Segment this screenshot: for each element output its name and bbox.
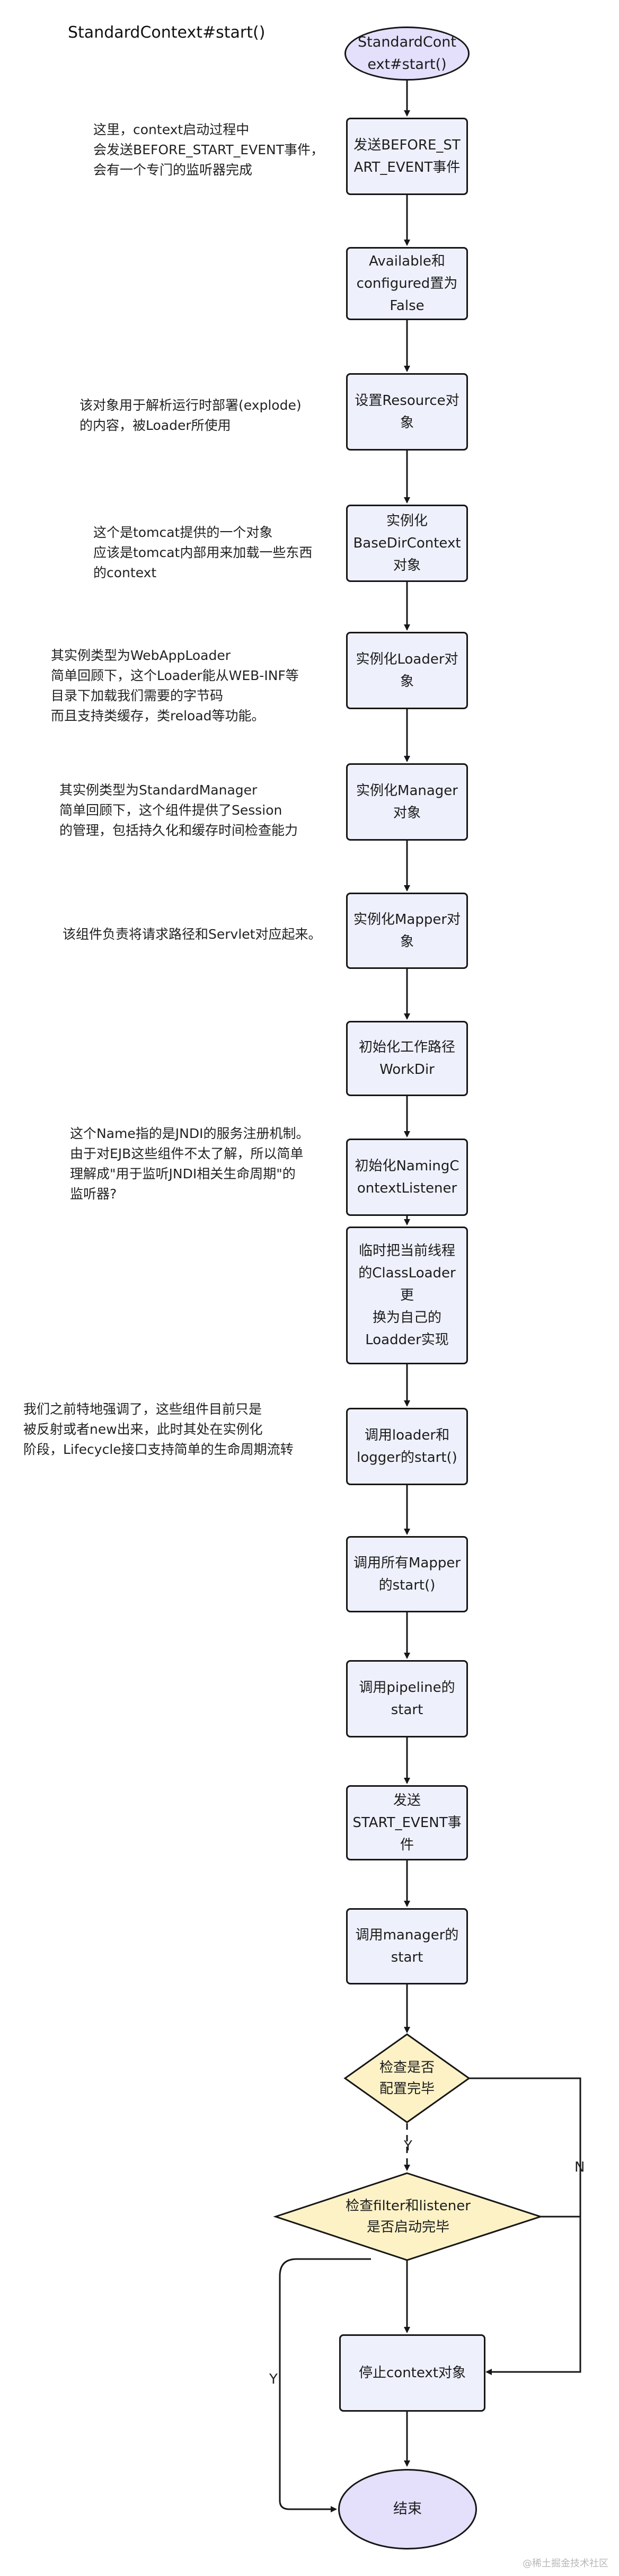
step-stop-context: 停止context对象 xyxy=(339,2334,485,2412)
end-node: 结束 xyxy=(338,2469,477,2549)
step-label: 调用manager的 start xyxy=(355,1927,459,1965)
decision-config-check: 检查是否 配置完毕 xyxy=(379,2060,435,2097)
step-label: 实例化Manager 对象 xyxy=(356,783,458,821)
edge-decision2-yes xyxy=(279,2258,371,2512)
step-start-mappers: 调用所有Mapper 的start() xyxy=(346,1536,468,1612)
step-instantiate-basedircontext: 实例化 BaseDirContext 对象 xyxy=(346,505,468,582)
step-label: 设置Resource对 象 xyxy=(355,393,459,431)
step-start-pipeline: 调用pipeline的 start xyxy=(346,1660,468,1737)
step-start-manager: 调用manager的 start xyxy=(346,1908,468,1984)
step-init-naming-context-listener: 初始化NamingC ontextListener xyxy=(346,1139,468,1216)
watermark: @稀土掘金技术社区 xyxy=(523,2558,608,2569)
step-label: 调用pipeline的 start xyxy=(359,1680,455,1718)
note-naming-listener: 这个Name指的是JNDI的服务注册机制。 由于对EJB这些组件不太了解，所以简… xyxy=(70,1126,310,1202)
diagram-title: StandardContext#start() xyxy=(68,23,266,42)
step-label: 实例化 BaseDirContext 对象 xyxy=(353,513,461,574)
step-label: 调用所有Mapper 的start() xyxy=(353,1555,461,1593)
start-node-label: StandardCont ext#start() xyxy=(358,34,456,73)
step-send-start-event: 发送 START_EVENT事 件 xyxy=(346,1785,468,1860)
step-label: 实例化Mapper对 象 xyxy=(353,912,461,950)
flow-edges xyxy=(279,81,581,2512)
step-label: 发送BEFORE_ST ART_EVENT事件 xyxy=(353,137,461,175)
step-send-before-start-event: 发送BEFORE_ST ART_EVENT事件 xyxy=(346,118,468,195)
step-label: 实例化Loader对 象 xyxy=(356,651,458,690)
edge-label-yes-filter: Y xyxy=(269,2371,278,2387)
edge-label-yes-config: Y xyxy=(404,2138,412,2154)
edge-decision1-no xyxy=(469,2077,581,2375)
step-label: 临时把当前线程 的ClassLoader更 换为自己的 Loadder实现 xyxy=(358,1243,456,1348)
step-init-workdir: 初始化工作路径 WorkDir xyxy=(346,1021,468,1096)
note-basedircontext: 这个是tomcat提供的一个对象 应该是tomcat内部用来加载一些东西 的co… xyxy=(93,525,313,580)
step-label: Available和 configured置为 False xyxy=(356,253,458,314)
step-instantiate-loader: 实例化Loader对 象 xyxy=(346,632,468,709)
step-instantiate-mapper: 实例化Mapper对 象 xyxy=(346,893,468,969)
step-label: 调用loader和 logger的start() xyxy=(357,1427,457,1466)
note-loader: 其实例类型为WebAppLoader 简单回顾下，这个Loader能从WEB-I… xyxy=(51,648,299,724)
step-set-resource: 设置Resource对 象 xyxy=(346,373,468,451)
edge-label-no: N xyxy=(574,2159,585,2175)
step-label: 发送 START_EVENT事 件 xyxy=(352,1793,462,1853)
note-resource: 该对象用于解析运行时部署(explode) 的内容，被Loader所使用 xyxy=(79,398,302,433)
start-node: StandardCont ext#start() xyxy=(344,27,470,81)
step-instantiate-manager: 实例化Manager 对象 xyxy=(346,763,468,841)
note-lifecycle: 我们之前特地强调了，这些组件目前只是 被反射或者new出来，此时其处在实例化 阶… xyxy=(23,1401,294,1457)
note-before-start-event: 这里，context启动过程中 会发送BEFORE_START_EVENT事件，… xyxy=(93,122,324,178)
step-set-available-configured: Available和 configured置为 False xyxy=(346,247,468,320)
end-node-label: 结束 xyxy=(393,2501,422,2517)
decision-filter-listener-check: 检查filter和listener 是否启动完毕 xyxy=(346,2198,471,2235)
decision-config-shape xyxy=(343,2033,471,2123)
note-manager: 其实例类型为StandardManager 简单回顾下，这个组件提供了Sessi… xyxy=(59,782,298,838)
step-label: 初始化工作路径 WorkDir xyxy=(358,1039,455,1078)
step-label: 停止context对象 xyxy=(359,2365,466,2381)
decision-filter-shape xyxy=(273,2172,543,2261)
step-label: 初始化NamingC ontextListener xyxy=(355,1158,459,1196)
note-mapper: 该组件负责将请求路径和Servlet对应起来。 xyxy=(63,927,322,942)
step-start-loader-logger: 调用loader和 logger的start() xyxy=(346,1408,468,1485)
step-swap-classloader: 临时把当前线程 的ClassLoader更 换为自己的 Loadder实现 xyxy=(346,1227,468,1364)
